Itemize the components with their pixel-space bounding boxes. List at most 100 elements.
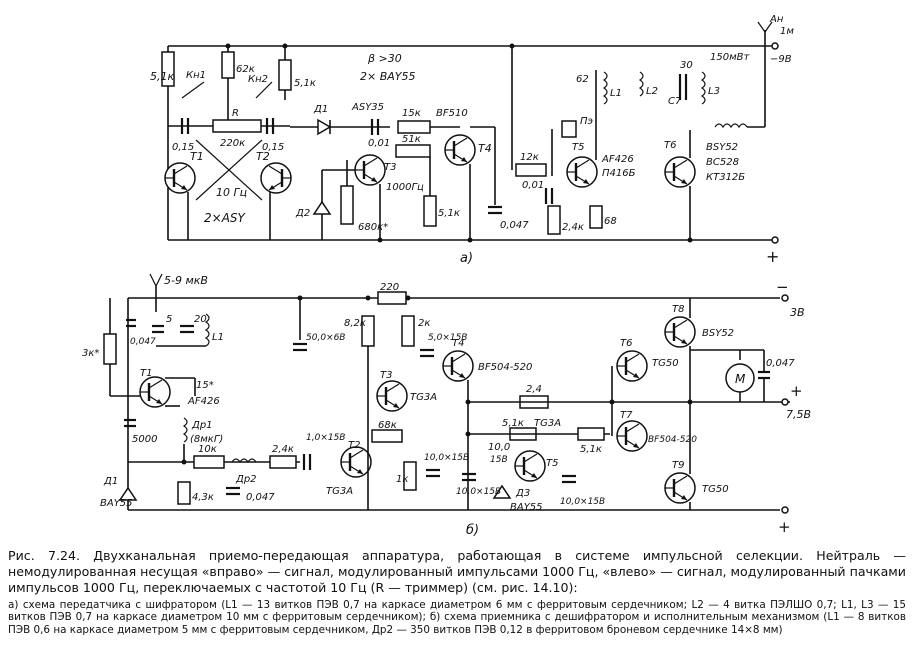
label-5-1k-b: 5,1к xyxy=(502,418,524,429)
transmitter-diagram: 5,1к Кн1 62к Кн2 5,1к R 220к 0,15 0,15 Т… xyxy=(150,14,794,266)
label-kt312: КТ312Б xyxy=(706,172,745,183)
label-bc528: BC528 xyxy=(706,157,739,168)
label-t3: Т3 xyxy=(384,162,396,173)
label-d2: Д2 xyxy=(295,208,310,219)
label-tg50-b: TG50 xyxy=(702,484,729,495)
label-bf504: BF504-520 xyxy=(478,362,532,373)
label-c1015b: 10,0×15В xyxy=(424,453,469,463)
label-c1015d: 10,0×15В xyxy=(560,497,605,507)
label-p416: П416Б xyxy=(602,168,636,179)
label-2-4k-b: 2,4к xyxy=(272,444,294,455)
label-2k: 2к xyxy=(418,318,430,329)
label-r-trim: R xyxy=(232,108,239,119)
label-c047: 0,047 xyxy=(500,220,529,231)
resistor-2-4k-b xyxy=(269,455,297,469)
label-d1: Д1 xyxy=(313,104,328,115)
label-kn1: Кн1 xyxy=(186,70,206,81)
label-l1-b: L1 xyxy=(212,332,224,343)
label-tg3a-b: TG3A xyxy=(326,486,353,497)
resistor-15k xyxy=(397,120,431,134)
coil-l1-b xyxy=(204,313,210,347)
crystal-pz xyxy=(561,120,577,138)
label-t2-b: Т2 xyxy=(348,440,360,451)
label-bf504-b: BF504-520 xyxy=(648,435,697,445)
resistor-3k xyxy=(103,333,117,365)
label-power: 150мВт xyxy=(710,52,750,63)
label-62k: 62к xyxy=(236,64,255,75)
label-bsy52: BSY52 xyxy=(706,142,738,153)
label-ant-len: 1м xyxy=(780,26,794,37)
resistor-62k xyxy=(221,51,235,79)
label-10k: 10к xyxy=(198,444,217,455)
figure-caption: Рис. 7.24. Двухканальная приемо-передающ… xyxy=(8,548,906,636)
label-t9: Т9 xyxy=(672,460,684,471)
label-l1: L1 xyxy=(610,88,622,99)
transistor-t1 xyxy=(163,161,197,195)
label-c2: 0,15 xyxy=(262,142,284,153)
label-plus-a: + xyxy=(766,247,779,266)
label-t6: Т6 xyxy=(664,140,676,151)
label-minus-b: − xyxy=(776,278,789,296)
label-diagram-a: а) xyxy=(460,251,473,266)
label-c5: 5 xyxy=(166,314,172,325)
label-t8: Т8 xyxy=(672,304,684,315)
resistor-68k xyxy=(371,429,403,443)
label-minus9: −9В xyxy=(770,54,792,65)
resistor-5-1k xyxy=(423,195,437,227)
resistor-r3 xyxy=(278,59,292,91)
resistor-680k xyxy=(340,185,354,225)
resistor-51k xyxy=(395,144,431,158)
transistor-t6-b xyxy=(615,349,649,383)
resistor-1k xyxy=(403,461,417,491)
label-tg50: TG50 xyxy=(652,358,679,369)
transistor-t5 xyxy=(565,155,599,189)
resistor-4-3k xyxy=(177,481,191,505)
receiver-diagram: 5-9 мкВ 0,047 5 20 L1 3к* Т1 15* AF426 5… xyxy=(82,273,811,538)
label-c0047b: 0,047 xyxy=(246,492,275,503)
label-beta: β >30 xyxy=(367,52,402,65)
transistor-t9 xyxy=(663,471,697,505)
label-68k: 68к xyxy=(378,420,397,431)
label-15: 15* xyxy=(196,380,214,391)
label-c30: 30 xyxy=(680,60,693,71)
label-c5000: 5000 xyxy=(132,434,157,445)
label-10hz: 10 Гц xyxy=(216,186,247,199)
label-t1-b: Т1 xyxy=(140,368,152,379)
label-c1015: 1,0×15В xyxy=(306,433,345,443)
choke-dr2 xyxy=(231,458,257,464)
label-bay55-b: BAY55 xyxy=(510,502,543,513)
coil-l2 xyxy=(638,71,644,97)
coil-l3 xyxy=(700,71,706,105)
label-antenna: Ан xyxy=(769,14,784,25)
transistor-t2 xyxy=(259,161,293,195)
label-bsy52-b: BSY52 xyxy=(702,328,734,339)
transistor-t4-b xyxy=(441,349,475,383)
transistor-t2-b xyxy=(339,445,373,479)
label-220k: 220к xyxy=(220,138,245,149)
label-t5-b: Т5 xyxy=(546,458,558,469)
label-t3-b: Т3 xyxy=(380,370,392,381)
antenna-icon xyxy=(757,21,766,33)
label-c001: 0,01 xyxy=(368,138,390,149)
diode-d3 xyxy=(492,484,512,499)
diode-d2 xyxy=(312,200,332,215)
label-3v: 3В xyxy=(790,306,805,319)
label-l2: L2 xyxy=(646,86,658,97)
choke-dr1 xyxy=(182,417,188,443)
label-t1: Т1 xyxy=(190,150,204,163)
label-2-4: 2,4 xyxy=(526,384,542,395)
label-5-1k-c: 5,1к xyxy=(580,444,602,455)
label-c5015: 5,0×15В xyxy=(428,333,467,343)
label-signal: 5-9 мкВ xyxy=(164,274,208,287)
label-c001b: 0,01 xyxy=(522,180,544,191)
resistor-2k xyxy=(401,315,415,347)
label-c100: 10,0 xyxy=(488,442,510,453)
resistor-220k xyxy=(212,119,262,133)
transistor-t5-b xyxy=(513,449,547,483)
label-c0047: 0,047 xyxy=(130,337,156,347)
label-c1015c: 10,0×15В xyxy=(456,487,501,497)
label-c0047c: 0,047 xyxy=(766,358,795,369)
label-51k: 51к xyxy=(402,134,421,145)
label-5-1k: 5,1к xyxy=(438,208,460,219)
label-af426: AF426 xyxy=(601,154,634,165)
